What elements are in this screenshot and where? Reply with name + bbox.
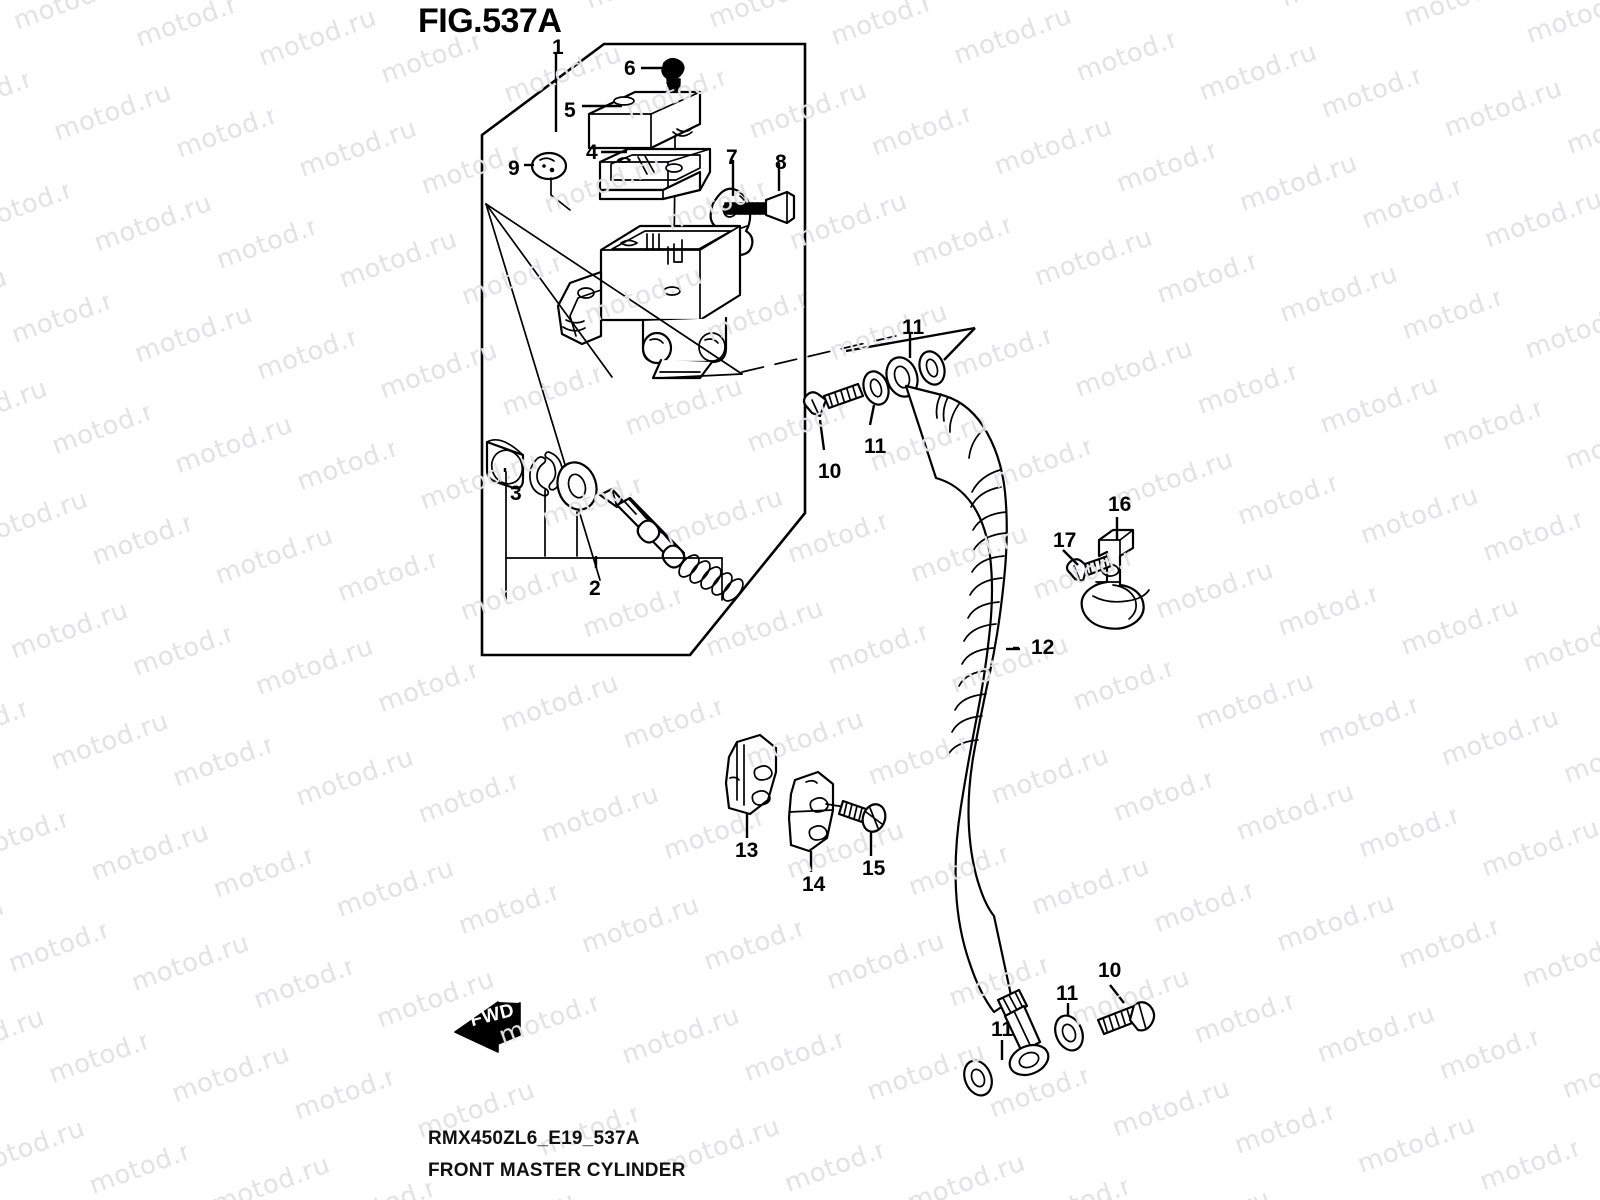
- leader-11-upper-inner: [868, 404, 876, 426]
- part-2-piston-set: [529, 451, 744, 602]
- callout-9: 9: [508, 157, 520, 180]
- callout-15: 15: [862, 857, 886, 880]
- callout-10-lower: 10: [1098, 959, 1122, 982]
- figure-title: FIG.537A: [418, 2, 562, 40]
- callout-11-lower-outer: 11: [1056, 982, 1079, 1005]
- callout-2: 2: [589, 577, 601, 600]
- part-10-union-bolt-lower: [1096, 1001, 1156, 1036]
- part-15-guide-bolt: [825, 799, 887, 833]
- callout-7: 7: [726, 146, 738, 169]
- callout-10-upper: 10: [818, 460, 842, 483]
- part-10-union-bolt-upper: [802, 382, 865, 418]
- part-13-hose-guide: [724, 733, 778, 816]
- fan-leader-c: [485, 203, 601, 581]
- part-14-hose-guide: [787, 770, 835, 853]
- part-12-brake-hose: [904, 384, 1014, 1014]
- callout-12: 12: [1031, 636, 1055, 659]
- part-11-gasket-lower-outer: [1054, 1014, 1084, 1052]
- part-5-cap: [587, 90, 702, 150]
- part-11-gasket-upper-outer: [918, 350, 946, 386]
- callout-8: 8: [775, 151, 787, 174]
- callout-13: 13: [735, 839, 759, 862]
- part-16-hose-clamp: [1080, 528, 1150, 630]
- callout-11-upper-inner: 11: [864, 435, 887, 458]
- callout-11-lower-inner: 11: [991, 1018, 1014, 1041]
- figure-code: RMX450ZL6_E19_537A: [428, 1128, 640, 1149]
- part-11-gasket-lower-inner: [963, 1059, 993, 1097]
- callout-17: 17: [1053, 529, 1077, 552]
- hose-attach-dashed: [741, 334, 901, 373]
- leader-10-upper: [818, 419, 826, 451]
- part-4-diaphragm: [598, 147, 712, 201]
- callout-5: 5: [564, 99, 576, 122]
- callout-14: 14: [802, 873, 826, 896]
- callout-4: 4: [586, 141, 598, 164]
- callout-1: 1: [552, 36, 564, 59]
- callout-16: 16: [1108, 493, 1132, 516]
- callout-11-upper-outer: 11: [902, 316, 925, 339]
- callout-6: 6: [624, 57, 636, 80]
- figure-name: FRONT MASTER CYLINDER: [428, 1160, 686, 1181]
- leader-9-ext: [550, 177, 571, 211]
- callout-3: 3: [510, 482, 522, 505]
- part-9-plug: [530, 151, 568, 181]
- leader-10-lower: [1109, 984, 1125, 1004]
